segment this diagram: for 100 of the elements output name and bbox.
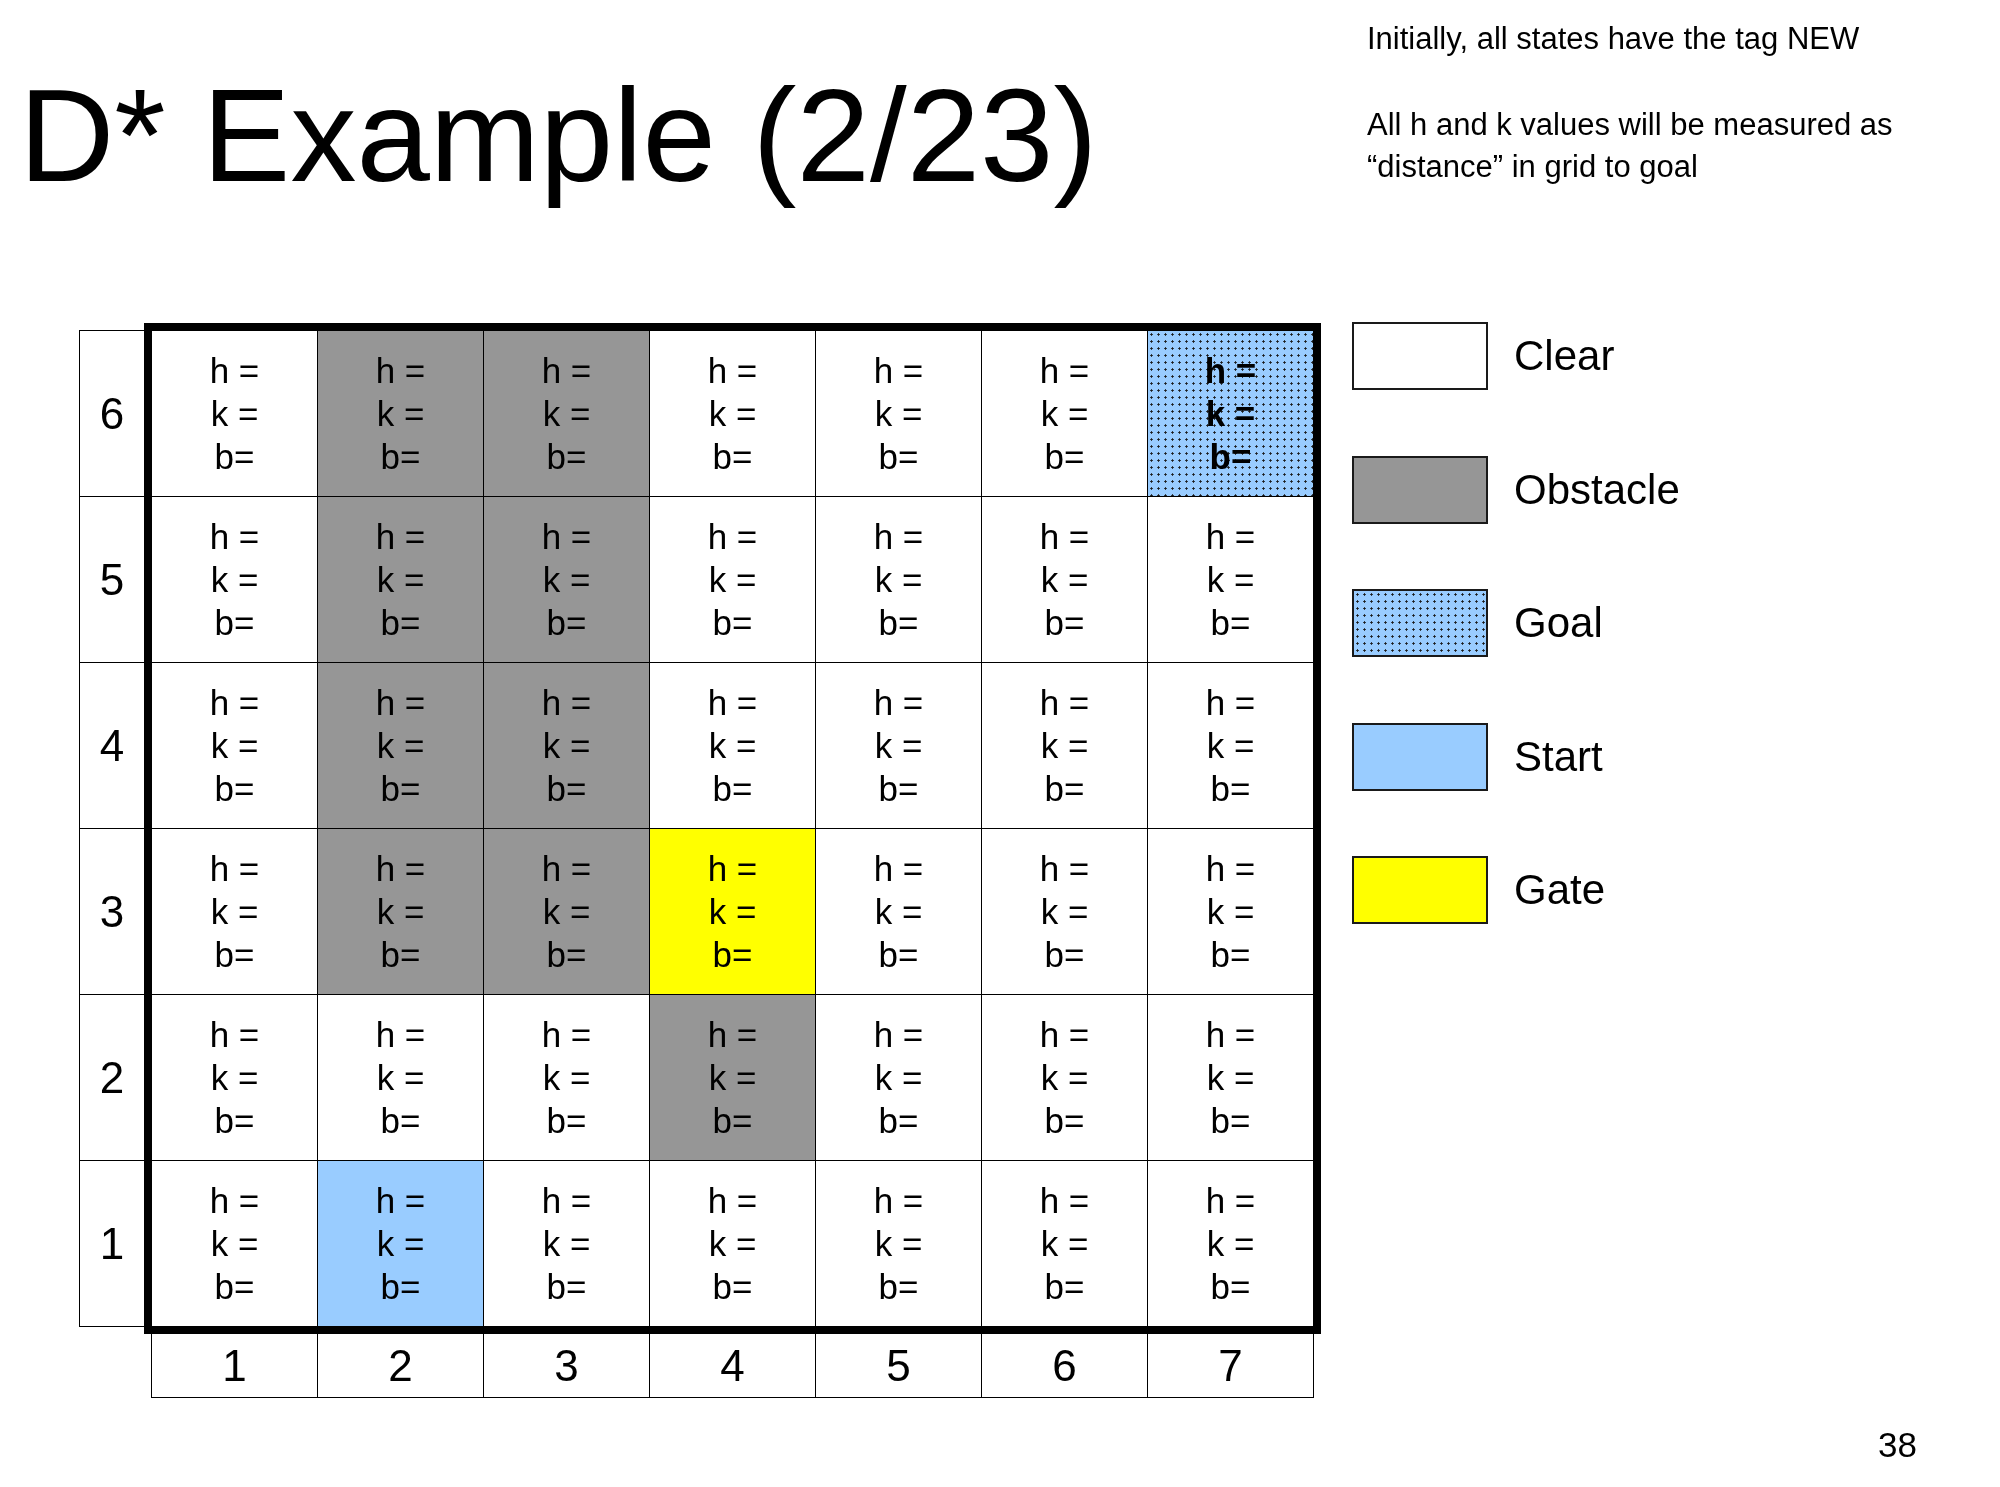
value-label: b= bbox=[380, 436, 421, 478]
value-label: h = bbox=[873, 350, 924, 392]
value-label: b= bbox=[878, 1100, 919, 1142]
value-label: b= bbox=[712, 602, 753, 644]
value-label: h = bbox=[873, 848, 924, 890]
value-label: k = bbox=[1205, 393, 1256, 435]
value-label: k = bbox=[210, 559, 259, 601]
value-label: k = bbox=[1040, 559, 1089, 601]
value-label: h = bbox=[375, 682, 426, 724]
value-label: h = bbox=[209, 1180, 260, 1222]
value-label: h = bbox=[1039, 1014, 1090, 1056]
value-label: h = bbox=[209, 682, 260, 724]
value-label: h = bbox=[209, 1014, 260, 1056]
value-label: h = bbox=[375, 1014, 426, 1056]
value-label: b= bbox=[712, 768, 753, 810]
legend-label: Clear bbox=[1514, 332, 1615, 380]
value-label: b= bbox=[546, 602, 587, 644]
obstacle-cell bbox=[483, 662, 650, 829]
value-label: b= bbox=[1044, 934, 1085, 976]
note-text: All h and k values will be measured as “distance” in grid to goal bbox=[1367, 106, 1894, 186]
note-text: Initially, all states have the tag NEW bbox=[1367, 20, 1860, 58]
value-label: k = bbox=[708, 393, 757, 435]
value-label: k = bbox=[542, 559, 591, 601]
value-label: b= bbox=[546, 436, 587, 478]
value-label: k = bbox=[1206, 1057, 1255, 1099]
column-header bbox=[1147, 1334, 1314, 1398]
value-label: h = bbox=[375, 516, 426, 558]
value-label: b= bbox=[1044, 602, 1085, 644]
value-label: h = bbox=[1039, 1180, 1090, 1222]
value-label: b= bbox=[380, 1100, 421, 1142]
value-label: b= bbox=[546, 1100, 587, 1142]
value-label: h = bbox=[541, 1180, 592, 1222]
value-label: b= bbox=[1210, 602, 1251, 644]
value-label: b= bbox=[712, 436, 753, 478]
value-label: k = bbox=[874, 1057, 923, 1099]
value-label: k = bbox=[542, 891, 591, 933]
value-label: k = bbox=[542, 393, 591, 435]
column-number: 7 bbox=[1218, 1340, 1243, 1391]
value-label: k = bbox=[708, 1057, 757, 1099]
value-label: h = bbox=[541, 516, 592, 558]
row-number: 2 bbox=[99, 1052, 125, 1103]
value-label: h = bbox=[707, 1014, 758, 1056]
value-label: k = bbox=[376, 1223, 425, 1265]
obstacle-cell bbox=[483, 330, 650, 497]
obstacle-cell bbox=[317, 662, 484, 829]
value-label: h = bbox=[209, 350, 260, 392]
value-label: k = bbox=[376, 725, 425, 767]
value-label: h = bbox=[1039, 848, 1090, 890]
value-label: h = bbox=[873, 1014, 924, 1056]
value-label: k = bbox=[210, 1223, 259, 1265]
value-label: k = bbox=[542, 1223, 591, 1265]
row-number: 6 bbox=[99, 388, 125, 439]
value-label: b= bbox=[546, 934, 587, 976]
value-label: k = bbox=[1040, 1057, 1089, 1099]
legend-label: Start bbox=[1514, 732, 1603, 781]
value-label: h = bbox=[707, 682, 758, 724]
value-label: h = bbox=[1205, 848, 1256, 890]
value-label: b= bbox=[712, 1100, 753, 1142]
column-number: 2 bbox=[388, 1340, 413, 1391]
value-label: b= bbox=[214, 768, 255, 810]
value-label: b= bbox=[380, 768, 421, 810]
obstacle-cell bbox=[317, 828, 484, 995]
clear-cell bbox=[151, 330, 318, 497]
value-label: k = bbox=[1206, 559, 1255, 601]
value-label: h = bbox=[707, 516, 758, 558]
value-label: k = bbox=[376, 393, 425, 435]
start-cell bbox=[317, 1160, 484, 1327]
value-label: h = bbox=[873, 1180, 924, 1222]
value-label: h = bbox=[1204, 350, 1257, 392]
value-label: k = bbox=[376, 559, 425, 601]
value-label: k = bbox=[708, 725, 757, 767]
value-label: b= bbox=[1210, 1100, 1251, 1142]
row-header bbox=[79, 1160, 144, 1327]
value-label: b= bbox=[214, 934, 255, 976]
value-label: k = bbox=[542, 1057, 591, 1099]
value-label: b= bbox=[546, 1266, 587, 1308]
value-label: h = bbox=[375, 350, 426, 392]
value-label: k = bbox=[210, 1057, 259, 1099]
obstacle-cell bbox=[317, 496, 484, 663]
value-label: h = bbox=[1205, 682, 1256, 724]
value-label: k = bbox=[874, 393, 923, 435]
value-label: k = bbox=[1206, 891, 1255, 933]
value-label: k = bbox=[874, 1223, 923, 1265]
row-number: 5 bbox=[99, 554, 125, 605]
value-label: b= bbox=[1044, 436, 1085, 478]
clear-cell bbox=[151, 1160, 318, 1327]
column-number: 5 bbox=[886, 1340, 911, 1391]
value-label: b= bbox=[878, 436, 919, 478]
value-label: b= bbox=[380, 1266, 421, 1308]
obstacle-cell bbox=[317, 330, 484, 497]
value-label: k = bbox=[874, 559, 923, 601]
value-label: b= bbox=[1044, 1100, 1085, 1142]
value-label: h = bbox=[707, 1180, 758, 1222]
clear-cell bbox=[1147, 1160, 1314, 1327]
obstacle-cell bbox=[483, 828, 650, 995]
value-label: k = bbox=[1040, 891, 1089, 933]
value-label: b= bbox=[1044, 768, 1085, 810]
slide-title: D* Example (2/23) bbox=[19, 61, 1098, 211]
value-label: k = bbox=[1206, 725, 1255, 767]
column-number: 6 bbox=[1052, 1340, 1077, 1391]
